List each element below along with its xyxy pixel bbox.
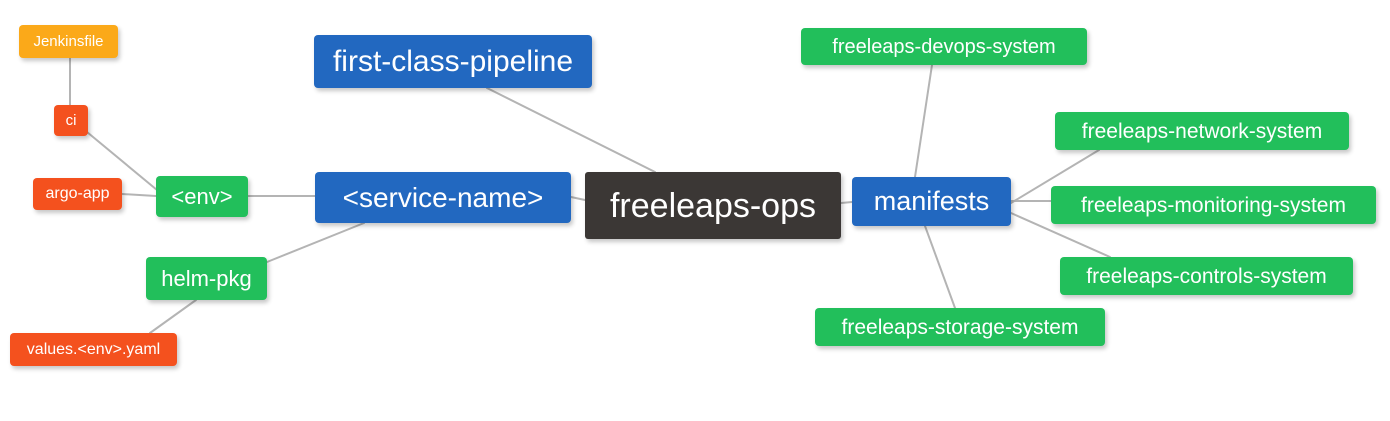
edge-freeleaps-ops-to-manifests (840, 201, 853, 204)
edge-service-name-to-freeleaps-ops (570, 196, 586, 201)
node-freeleaps-monitoring-system[interactable]: freeleaps-monitoring-system (1051, 186, 1376, 224)
node-freeleaps-controls-system[interactable]: freeleaps-controls-system (1060, 257, 1353, 295)
node-label-argo-app: argo-app (45, 185, 110, 202)
node-first-class-pipeline[interactable]: first-class-pipeline (314, 35, 592, 88)
edge-values-yaml-to-helm-pkg (149, 299, 197, 334)
node-service-name[interactable]: <service-name> (315, 172, 571, 223)
edge-first-class-pipeline-to-freeleaps-ops (486, 87, 656, 173)
node-label-env: <env> (171, 183, 233, 209)
node-freeleaps-storage-system[interactable]: freeleaps-storage-system (815, 308, 1105, 346)
node-freeleaps-devops-system[interactable]: freeleaps-devops-system (801, 28, 1087, 65)
node-env[interactable]: <env> (156, 176, 248, 217)
node-values-yaml[interactable]: values.<env>.yaml (10, 333, 177, 366)
node-freeleaps-network-system[interactable]: freeleaps-network-system (1055, 112, 1349, 150)
node-label-freeleaps-network-system: freeleaps-network-system (1081, 119, 1323, 143)
node-label-freeleaps-controls-system: freeleaps-controls-system (1086, 264, 1327, 288)
node-label-helm-pkg: helm-pkg (161, 265, 252, 291)
node-helm-pkg[interactable]: helm-pkg (146, 257, 267, 300)
edge-manifests-to-freeleaps-devops-system (914, 64, 933, 178)
node-label-freeleaps-devops-system: freeleaps-devops-system (832, 35, 1056, 58)
node-label-service-name: <service-name> (342, 181, 544, 213)
node-label-jenkinsfile: Jenkinsfile (33, 33, 104, 50)
edge-helm-pkg-to-service-name (266, 222, 365, 263)
node-label-first-class-pipeline: first-class-pipeline (332, 44, 574, 78)
node-manifests[interactable]: manifests (852, 177, 1011, 226)
node-label-values-yaml: values.<env>.yaml (26, 340, 161, 358)
node-label-freeleaps-monitoring-system: freeleaps-monitoring-system (1081, 193, 1346, 217)
node-label-freeleaps-ops: freeleaps-ops (609, 186, 816, 225)
edge-argo-app-to-env (121, 193, 157, 197)
node-ci[interactable]: ci (54, 105, 88, 136)
node-jenkinsfile[interactable]: Jenkinsfile (19, 25, 118, 58)
node-argo-app[interactable]: argo-app (33, 178, 122, 210)
edge-manifests-to-freeleaps-storage-system (924, 225, 956, 309)
node-freeleaps-ops[interactable]: freeleaps-ops (585, 172, 841, 239)
node-label-ci: ci (65, 112, 77, 129)
node-label-freeleaps-storage-system: freeleaps-storage-system (841, 315, 1079, 339)
node-label-manifests: manifests (873, 186, 990, 216)
